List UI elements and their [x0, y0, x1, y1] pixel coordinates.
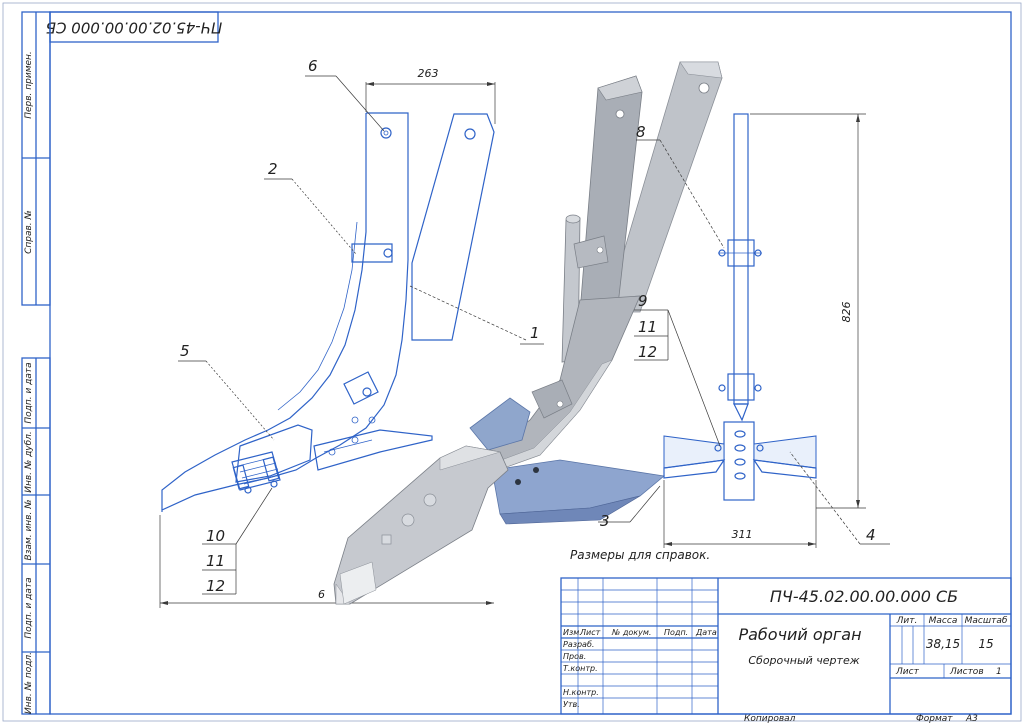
scale-header: Масштаб: [965, 616, 1008, 626]
callout-1: 1: [530, 324, 540, 342]
title-block-subtitle: Сборочный чертеж: [748, 654, 859, 667]
side-view-outline: [161, 112, 495, 512]
front-view-outline: [663, 113, 817, 501]
callout-11-right: 11: [638, 318, 657, 336]
callout-5: 5: [180, 342, 190, 360]
callouts-front-view: 9 11 12 4: [634, 292, 890, 545]
lit-header: Лит.: [896, 616, 918, 626]
dimension-826: 826: [750, 113, 866, 509]
callout-2: 2: [268, 160, 278, 178]
role-norm-control: Н.контр.: [563, 688, 599, 697]
role-developer: Разраб.: [563, 640, 594, 649]
mass-value: 38,15: [926, 637, 960, 651]
callouts-left-view: 6 2 5 10 11 12: [178, 57, 527, 595]
rotated-code-box: ПЧ-45.02.00.00.000 СБ: [46, 11, 223, 43]
callout-8: 8: [636, 123, 646, 141]
header-sign: Подп.: [664, 628, 688, 637]
role-checker: Пров.: [563, 652, 586, 661]
strip-label-dup-inv: Инв. № дубл.: [24, 431, 34, 493]
callout-12-left: 12: [206, 577, 225, 595]
sheets-label: Листов: [949, 667, 984, 677]
mass-header: Масса: [929, 616, 958, 626]
callout-4: 4: [866, 526, 876, 544]
callout-6: 6: [308, 57, 318, 75]
sheet-label: Лист: [895, 667, 920, 677]
isometric-view: 1 3 8: [333, 61, 725, 605]
format-value: А3: [965, 714, 978, 724]
callout-3: 3: [600, 512, 610, 530]
dimension-311: 311: [663, 480, 817, 548]
dimension-311-value: 311: [732, 528, 753, 541]
title-block-title: Рабочий орган: [738, 625, 861, 644]
title-block-code: ПЧ-45.02.00.00.000 СБ: [770, 587, 958, 606]
callout-12-right: 12: [638, 343, 657, 361]
left-side-strip: Перв. примен. Справ. № Подп. и дата Инв.…: [21, 11, 51, 715]
role-approved: Утв.: [563, 700, 580, 709]
header-date: Дата: [695, 628, 717, 637]
strip-label-replace-inv: Взам. инв. №: [24, 499, 34, 560]
copied-by-label: Копировал: [744, 714, 796, 724]
strip-label-first-use: Перв. примен.: [24, 51, 34, 119]
strip-label-orig-inv: Инв. № подл.: [24, 652, 34, 714]
strip-label-sign-date-2: Подп. и дата: [24, 577, 34, 638]
header-izm: Изм.: [563, 628, 582, 637]
strip-label-sign-date-1: Подп. и дата: [24, 362, 34, 423]
header-doc-no: № докум.: [611, 628, 651, 637]
rotated-drawing-code: ПЧ-45.02.00.00.000 СБ: [46, 19, 223, 37]
callout-9: 9: [638, 292, 648, 310]
sheet-frame: [49, 11, 1012, 715]
dimension-826-value: 826: [840, 302, 853, 323]
header-list: Лист: [579, 628, 601, 637]
strip-label-ref-no: Справ. №: [24, 210, 34, 254]
dimension-bottom-overall: 6: [159, 515, 494, 608]
dimension-263: 263: [365, 67, 496, 124]
dimensions-note: Размеры для справок.: [570, 548, 710, 562]
sheets-value: 1: [996, 667, 1002, 677]
format-label: Формат: [916, 714, 953, 724]
dimension-263-value: 263: [418, 67, 439, 80]
scale-value: 15: [978, 637, 993, 651]
title-block: ПЧ-45.02.00.00.000 СБ Рабочий орган Сбор…: [560, 577, 1012, 715]
callout-10: 10: [206, 527, 225, 545]
role-tech-control: Т.контр.: [563, 664, 598, 673]
callout-11-left: 11: [206, 552, 225, 570]
dimension-bottom-partial: 6: [318, 588, 325, 601]
